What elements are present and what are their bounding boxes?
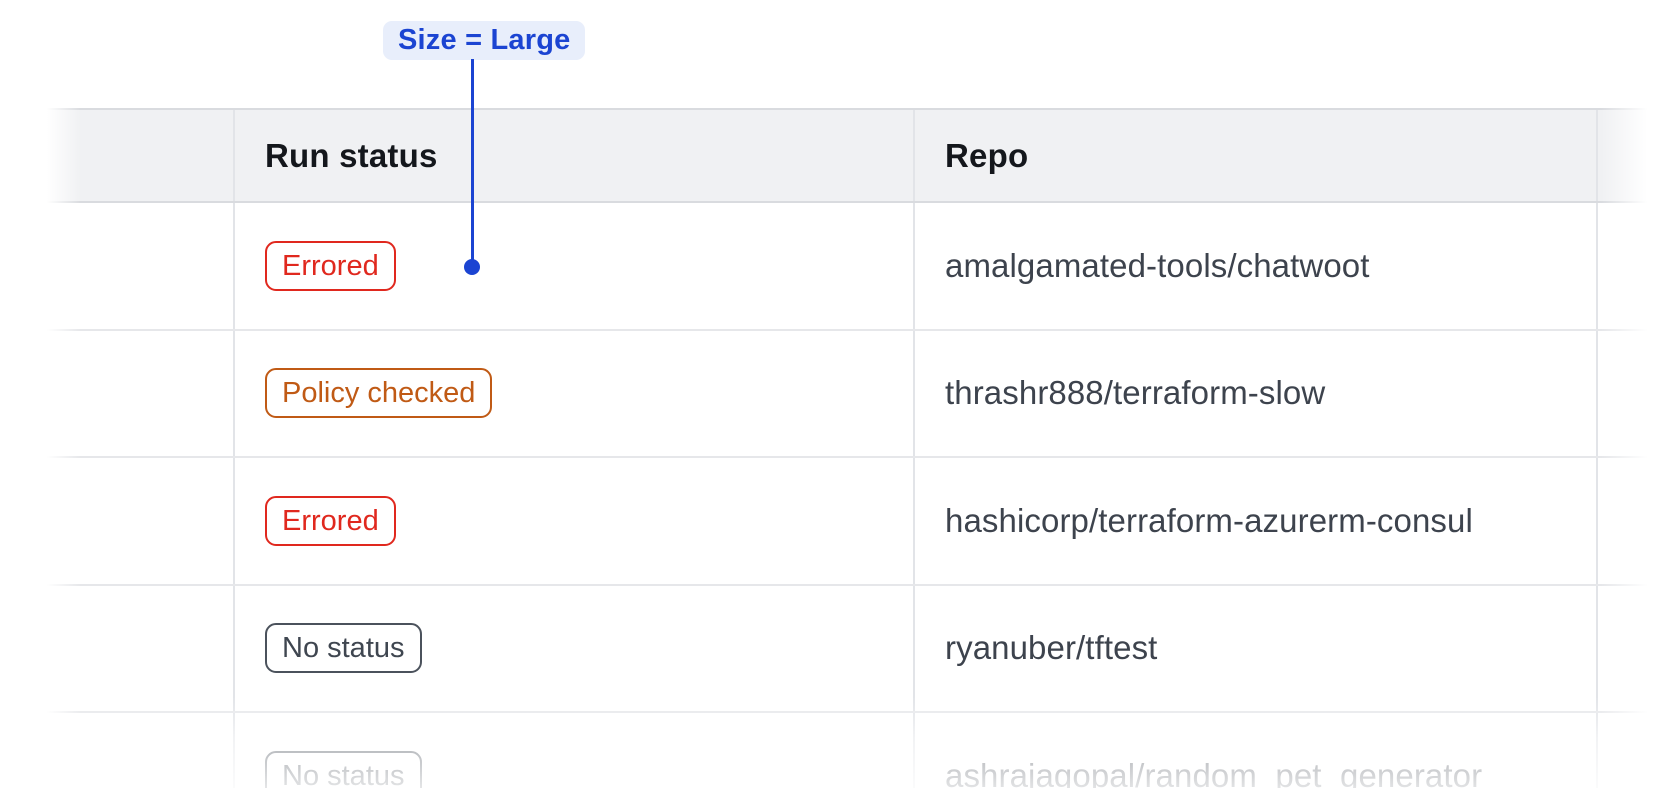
table-row[interactable]: Errored amalgamated-tools/chatwoot <box>43 203 1649 331</box>
run-status-badge: Errored <box>265 240 396 291</box>
repo-name: thrashr888/terraform-slow <box>945 374 1326 412</box>
row-extra-cell <box>1598 586 1649 712</box>
table-row[interactable]: Errored hashicorp/terraform-azurerm-cons… <box>43 458 1649 586</box>
run-status-badge: Errored <box>265 495 396 546</box>
table-row[interactable]: Policy checked thrashr888/terraform-slow <box>43 330 1649 458</box>
row-spacer-cell <box>43 585 235 711</box>
size-annotation-label: Size = Large <box>383 21 586 60</box>
repo-name: ashrajagopal/random_pet_generator <box>945 756 1483 788</box>
repo-name: hashicorp/terraform-azurerm-consul <box>945 501 1473 539</box>
table-row[interactable]: No status ryanuber/tftest <box>43 585 1649 713</box>
row-spacer-cell <box>43 330 235 456</box>
row-extra-cell <box>1598 458 1649 584</box>
row-spacer-cell <box>43 713 235 788</box>
row-extra-cell <box>1598 331 1649 457</box>
table-row[interactable]: No status ashrajagopal/random_pet_genera… <box>43 713 1649 788</box>
repo-name: amalgamated-tools/chatwoot <box>945 246 1370 284</box>
header-extra-cell <box>1598 110 1649 201</box>
run-status-badge: No status <box>265 750 422 788</box>
annotation-connector-line <box>471 59 474 262</box>
runs-table: Run status Repo Errored amalgamated-tool… <box>43 108 1649 788</box>
row-extra-cell <box>1598 203 1649 329</box>
header-spacer-cell <box>43 110 235 201</box>
run-status-badge: Policy checked <box>265 368 493 419</box>
column-header-run-status: Run status <box>265 136 438 174</box>
repo-name: ryanuber/tftest <box>945 629 1158 667</box>
row-extra-cell <box>1598 713 1649 788</box>
annotation-connector-dot <box>464 259 480 275</box>
row-spacer-cell <box>43 203 235 329</box>
table-header-row: Run status Repo <box>43 108 1649 203</box>
row-spacer-cell <box>43 458 235 584</box>
column-header-repo: Repo <box>945 136 1029 174</box>
run-status-badge: No status <box>265 623 422 674</box>
